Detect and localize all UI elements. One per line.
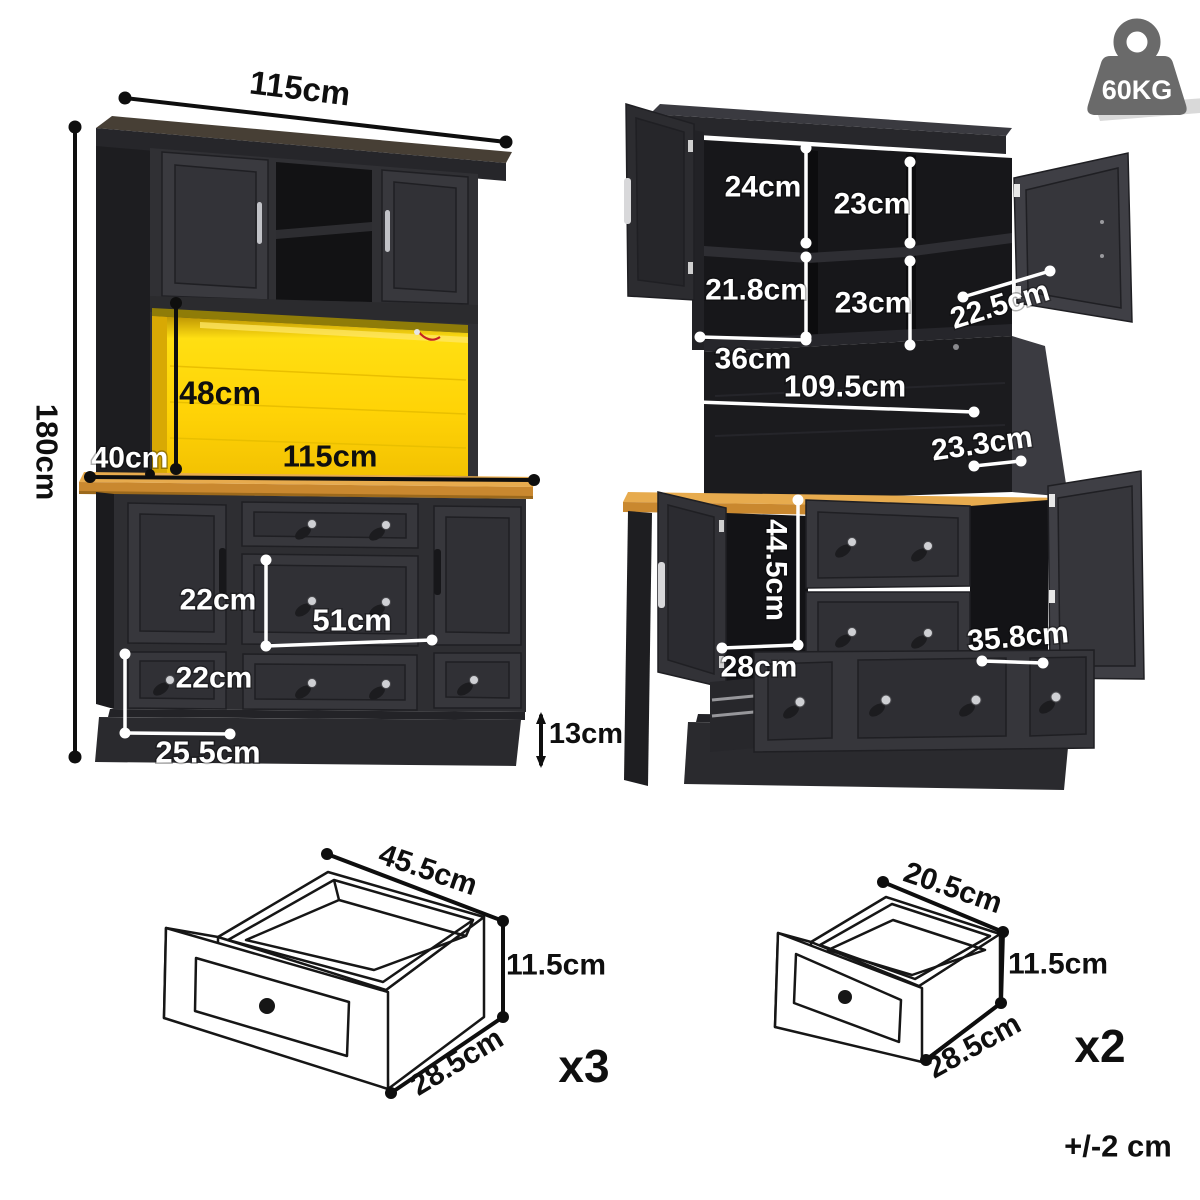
led-wire-plug [414, 329, 420, 335]
lower-left-interior [700, 512, 808, 684]
base-left-door-panel [139, 513, 215, 633]
back-seam [714, 382, 1006, 397]
dim-top-width: 115cm [248, 63, 353, 112]
large-drawer-diagram: 45.5cm 11.5cm 28.5cm x3 [162, 838, 610, 1102]
dim-led-height: 48cm [179, 375, 261, 411]
countertop-shadow [79, 491, 533, 499]
weight-icon-ring [1113, 18, 1161, 66]
large-drawer-quantity: x3 [558, 1040, 609, 1092]
upper-shelf [704, 233, 1012, 263]
dim-top-left-height: 24cm [725, 171, 802, 204]
base-right-door-handle [434, 549, 441, 595]
middle-right-wall [1012, 336, 1068, 497]
dim-left-width: 36cm [715, 343, 792, 376]
upper-left-open-door [624, 102, 695, 301]
hutch-rail [150, 296, 478, 324]
led-glow [200, 322, 468, 343]
middle-open-area [704, 336, 1012, 502]
front-view-cabinet [79, 116, 538, 766]
dim-cabinet-width: 28cm [721, 651, 798, 684]
hutch-right-door-handle [385, 210, 390, 252]
lower-right-open-door [1047, 470, 1145, 680]
lower-drawer-1 [805, 499, 971, 589]
hutch-left-door-panel [174, 164, 257, 289]
back-seam [714, 424, 1006, 437]
base-right-door-panel [445, 516, 510, 634]
plinth-step [108, 709, 525, 720]
weight-capacity-badge: 60KG [1087, 18, 1200, 121]
base-left-door-handle [219, 548, 226, 594]
dim-small-drawer-height: 11.5cm [1008, 948, 1108, 981]
center-drawer-1 [241, 501, 419, 549]
open-left-stile [692, 130, 704, 350]
led-recess-lip [152, 308, 468, 333]
dim-cabinet-height: 44.5cm [760, 519, 793, 621]
dim-shelf-width: 109.5cm [784, 369, 906, 404]
hanging-hook [953, 344, 959, 350]
dim-base-height: 13cm [549, 718, 623, 750]
drawer-knob [838, 990, 852, 1004]
led-left-shade [152, 316, 167, 474]
tolerance-note: +/-2 cm [1064, 1129, 1172, 1164]
dim-mid-drawer-width: 51cm [312, 603, 391, 638]
left-small-drawer [127, 651, 227, 710]
small-drawer-quantity: x2 [1074, 1020, 1125, 1072]
pulled-out-drawer [710, 649, 1095, 753]
dim-total-height: 180cm [30, 404, 65, 501]
dim-top-mid-height: 23cm [834, 188, 911, 221]
right-small-drawer [433, 652, 522, 709]
dim-low-mid-height: 23cm [835, 287, 912, 320]
center-drawer-2 [241, 553, 419, 647]
open-top-surface [650, 104, 1012, 136]
weight-capacity-label: 60KG [1102, 75, 1173, 105]
dim-depth: 40cm [92, 442, 169, 475]
dim-mid-drawer-height: 22cm [180, 584, 257, 617]
base-left-side [96, 492, 114, 709]
center-drawer-3 [242, 653, 418, 711]
lower-right-interior [970, 500, 1048, 680]
led-seam [169, 401, 467, 415]
led-seam [169, 365, 467, 381]
dim-low-left-height: 21.8cm [705, 274, 807, 307]
lower-left-open-door [657, 491, 727, 689]
dim-side-section-width: 25.5cm [155, 735, 260, 770]
drawer-knob [259, 998, 275, 1014]
open-countertop-top [623, 492, 1072, 508]
cubby-shelf [276, 222, 372, 239]
dim-counter-width: 115cm [283, 439, 378, 474]
hutch-cornice [96, 128, 506, 181]
led-back-panel [152, 316, 468, 476]
hutch-right-door-panel [393, 181, 457, 293]
small-drawer-diagram: 20.5cm 11.5cm 28.5cm x2 [773, 856, 1126, 1085]
hutch-left-door-handle [257, 202, 262, 244]
open-cornice [650, 114, 1006, 154]
weight-icon [1087, 56, 1187, 115]
open-base-left-side [624, 511, 652, 786]
upper-interior [704, 140, 1012, 350]
led-seam [169, 437, 467, 449]
dim-bottom-drawer-height: 22cm [176, 662, 253, 695]
dim-large-drawer-height: 11.5cm [506, 949, 606, 982]
open-view-cabinet [623, 102, 1145, 790]
upper-bottom-board [704, 324, 1012, 352]
hutch-left-side [96, 142, 150, 478]
upper-divider-1 [808, 150, 818, 343]
plinth [95, 717, 521, 766]
hutch-top-surface [96, 116, 512, 163]
